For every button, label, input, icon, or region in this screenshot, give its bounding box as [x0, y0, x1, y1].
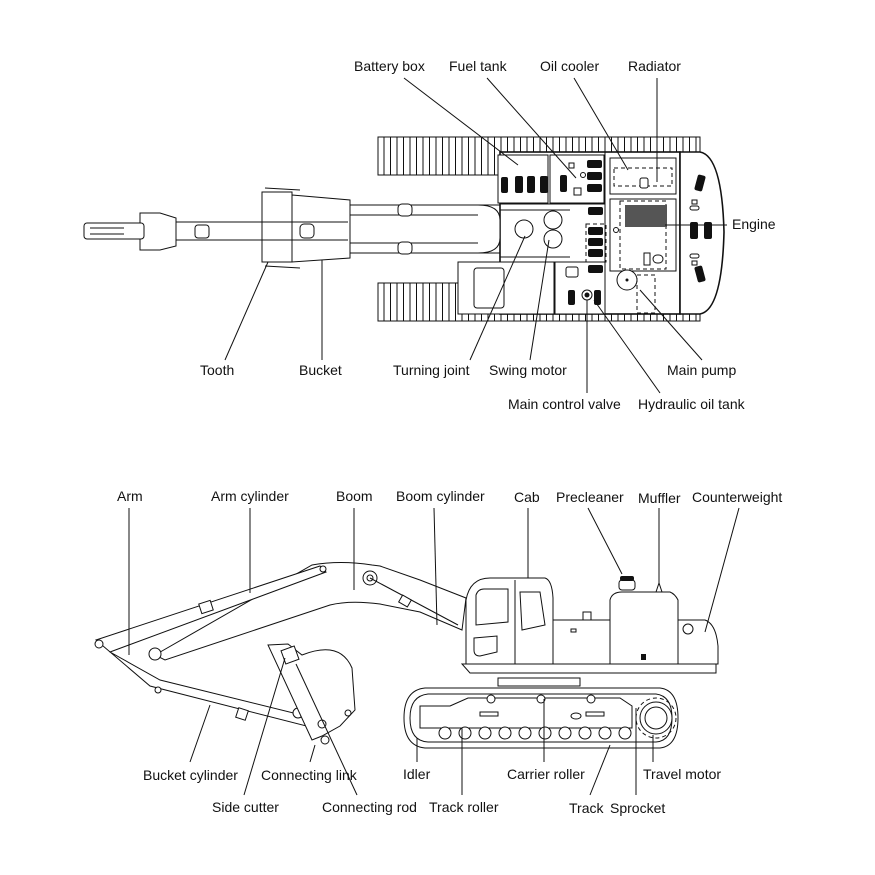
- swing-area: [500, 209, 570, 258]
- fuel-tank: [549, 154, 605, 204]
- boom-side: [153, 562, 467, 661]
- label-oil-cooler: Oil cooler: [540, 58, 599, 74]
- track-roller: [498, 726, 512, 740]
- track-roller: [538, 726, 552, 740]
- label-fuel-tank: Fuel tank: [449, 58, 508, 74]
- track-roller: [458, 726, 472, 740]
- track-roller: [618, 726, 632, 740]
- label-main-control-valve: Main control valve: [508, 396, 621, 412]
- bucket-side: [267, 643, 356, 745]
- side-view: Arm Arm cylinder Boom Boom cylinder Cab …: [94, 488, 782, 816]
- track-roller: [598, 726, 612, 740]
- track-roller: [478, 726, 492, 740]
- battery-box: [497, 154, 549, 204]
- label-arm: Arm: [117, 488, 143, 504]
- label-carrier-roller: Carrier roller: [507, 766, 585, 782]
- label-cab: Cab: [514, 489, 540, 505]
- label-boom: Boom: [336, 488, 373, 504]
- upper-structure-side: [460, 576, 719, 674]
- label-engine: Engine: [732, 216, 776, 232]
- label-idler: Idler: [403, 766, 431, 782]
- label-muffler: Muffler: [638, 490, 681, 506]
- label-connecting-link: Connecting link: [261, 767, 358, 783]
- top-view-labels: Battery box Fuel tank Oil cooler Radiato…: [200, 58, 776, 412]
- track-roller: [578, 726, 592, 740]
- top-view-leaders: [224, 77, 727, 394]
- label-connecting-rod: Connecting rod: [322, 799, 417, 815]
- label-track-roller: Track roller: [429, 799, 499, 815]
- label-side-cutter: Side cutter: [212, 799, 279, 815]
- undercarriage: [403, 677, 679, 749]
- label-main-pump: Main pump: [667, 362, 736, 378]
- label-bucket-top: Bucket: [299, 362, 342, 378]
- counterweight-top: [689, 174, 712, 283]
- arm-side: [94, 565, 331, 731]
- front-attachment-top: [83, 187, 501, 269]
- label-precleaner: Precleaner: [556, 489, 624, 505]
- track-roller: [438, 726, 452, 740]
- side-view-leaders: [128, 507, 740, 796]
- label-radiator: Radiator: [628, 58, 681, 74]
- label-track: Track: [569, 800, 604, 816]
- track-roller: [518, 726, 532, 740]
- label-counterweight: Counterweight: [692, 489, 782, 505]
- main-control-valve-block: [565, 207, 607, 305]
- label-tooth: Tooth: [200, 362, 234, 378]
- label-turning-joint: Turning joint: [393, 362, 470, 378]
- label-bucket-cylinder: Bucket cylinder: [143, 767, 238, 783]
- label-boom-cylinder: Boom cylinder: [396, 488, 485, 504]
- top-view: Battery box Fuel tank Oil cooler Radiato…: [83, 58, 776, 412]
- engine-room: [609, 157, 677, 314]
- engine-grille: [625, 205, 667, 227]
- label-travel-motor: Travel motor: [643, 766, 721, 782]
- label-sprocket: Sprocket: [610, 800, 665, 816]
- label-arm-cylinder: Arm cylinder: [211, 488, 289, 504]
- label-battery-box: Battery box: [354, 58, 425, 74]
- cab: [465, 577, 554, 665]
- side-view-labels: Arm Arm cylinder Boom Boom cylinder Cab …: [117, 488, 782, 816]
- label-swing-motor: Swing motor: [489, 362, 567, 378]
- label-hydraulic-oil-tank: Hydraulic oil tank: [638, 396, 746, 412]
- track-roller: [558, 726, 572, 740]
